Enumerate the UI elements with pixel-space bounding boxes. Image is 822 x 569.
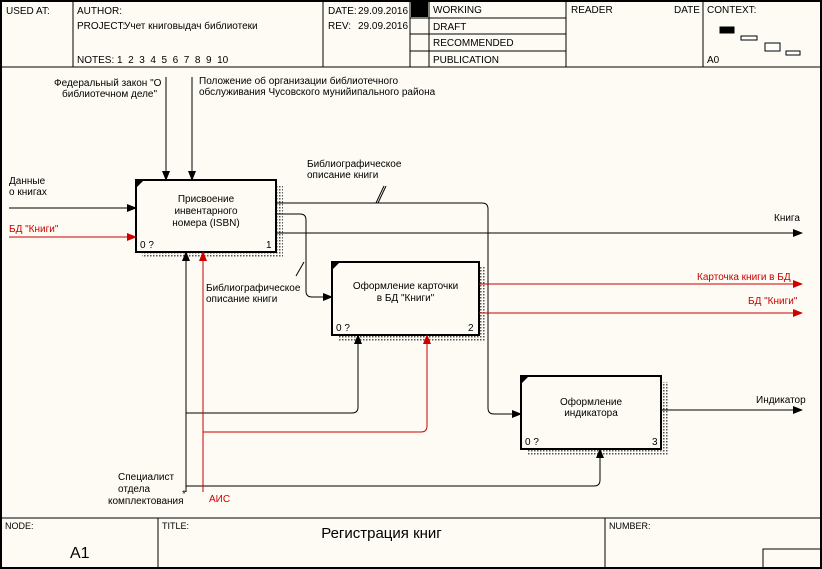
diagram-title: Регистрация книг bbox=[321, 525, 442, 542]
date-value: 29.09.2016 bbox=[358, 6, 409, 17]
control-law-label-1: Федеральный закон "О bbox=[54, 78, 162, 89]
box-1-line-3: номера (ISBN) bbox=[172, 218, 240, 229]
activity-box-1[interactable] bbox=[135, 179, 277, 253]
arrow-biblio-to-box2 bbox=[276, 213, 333, 301]
number-label: NUMBER: bbox=[609, 521, 651, 531]
project-label: PROJECT: bbox=[77, 21, 126, 32]
arrow-biblio-to-box3 bbox=[276, 202, 522, 418]
notes-label: NOTES: bbox=[77, 55, 115, 66]
control-regulation-label-2: обслуживания Чусовского мунийипального р… bbox=[199, 87, 436, 98]
input-data-label-1: Данные bbox=[9, 176, 46, 187]
box-2-number: 2 bbox=[468, 323, 474, 334]
box-3-line-2: индикатора bbox=[564, 408, 618, 419]
arrow-mech-spec-box2 bbox=[186, 334, 362, 414]
box-2-cost: 0 ? bbox=[336, 323, 350, 334]
working-status-marker bbox=[411, 2, 428, 17]
mech-spec-label-3: комплектования bbox=[108, 496, 184, 507]
reader-date-label: DATE bbox=[674, 5, 700, 16]
mech-spec-label-2: отдела bbox=[118, 484, 151, 495]
status-working: WORKING bbox=[433, 5, 482, 16]
biblio-mid-label-1: Библиографическое bbox=[206, 283, 301, 294]
context-node: A0 bbox=[707, 55, 720, 66]
arrow-mech-ais-box2 bbox=[203, 334, 431, 433]
output-indicator-label: Индикатор bbox=[756, 395, 806, 406]
rev-value: 29.09.2016 bbox=[358, 21, 409, 32]
used-at-label: USED AT: bbox=[6, 6, 50, 17]
mech-spec-label-1: Специалист bbox=[118, 472, 175, 483]
reader-label: READER bbox=[571, 5, 613, 16]
status-publication: PUBLICATION bbox=[433, 55, 499, 66]
date-label: DATE: bbox=[328, 6, 357, 17]
node-value: A1 bbox=[70, 545, 90, 562]
author-label: AUTHOR: bbox=[77, 6, 122, 17]
box-3-line-1: Оформление bbox=[559, 397, 623, 408]
box-1-cost: 0 ? bbox=[140, 240, 154, 251]
biblio-top-squiggle bbox=[375, 185, 387, 204]
status-draft: DRAFT bbox=[433, 22, 467, 33]
biblio-top-label-2: описание книги bbox=[307, 170, 379, 181]
box-1-line-1: Присвоение bbox=[177, 194, 235, 205]
arrow-mech-spec-box3 bbox=[186, 448, 604, 487]
output-card-label: Карточка книги в БД bbox=[697, 272, 791, 283]
box-2-line-2: в БД "Книги" bbox=[376, 293, 435, 304]
mech-tunnel-marker: * bbox=[182, 489, 186, 500]
status-recommended: RECOMMENDED bbox=[433, 38, 514, 49]
biblio-mid-squiggle bbox=[295, 261, 305, 277]
project-value: Учет книговыдач библиотеки bbox=[124, 21, 258, 32]
context-label: CONTEXT: bbox=[707, 5, 757, 16]
box-1-line-2: инвентарного bbox=[174, 206, 238, 217]
mech-ais-label: АИС bbox=[209, 494, 231, 505]
control-law-label-2: библиотечном деле" bbox=[62, 89, 158, 100]
context-miniature bbox=[719, 26, 801, 56]
control-regulation-label-1: Положение об организации библиотечного bbox=[199, 76, 399, 87]
output-db-label: БД "Книги" bbox=[748, 296, 798, 307]
header-grid bbox=[1, 1, 821, 68]
box-3-number: 3 bbox=[652, 437, 658, 448]
notes-values: 1 2 3 4 5 6 7 8 9 10 bbox=[117, 55, 229, 66]
biblio-mid-label-2: описание книги bbox=[206, 294, 278, 305]
footer-grid bbox=[1, 517, 822, 569]
box-2-line-1: Оформление карточки bbox=[352, 281, 459, 292]
input-db-label: БД "Книги" bbox=[9, 224, 59, 235]
input-data-label-2: о книгах bbox=[9, 187, 47, 198]
title-label: TITLE: bbox=[162, 521, 190, 531]
node-label: NODE: bbox=[5, 521, 34, 531]
output-book-label: Книга bbox=[774, 213, 800, 224]
box-3-cost: 0 ? bbox=[525, 437, 539, 448]
biblio-top-label-1: Библиографическое bbox=[307, 159, 402, 170]
rev-label: REV: bbox=[328, 21, 351, 32]
box-1-number: 1 bbox=[266, 240, 272, 251]
